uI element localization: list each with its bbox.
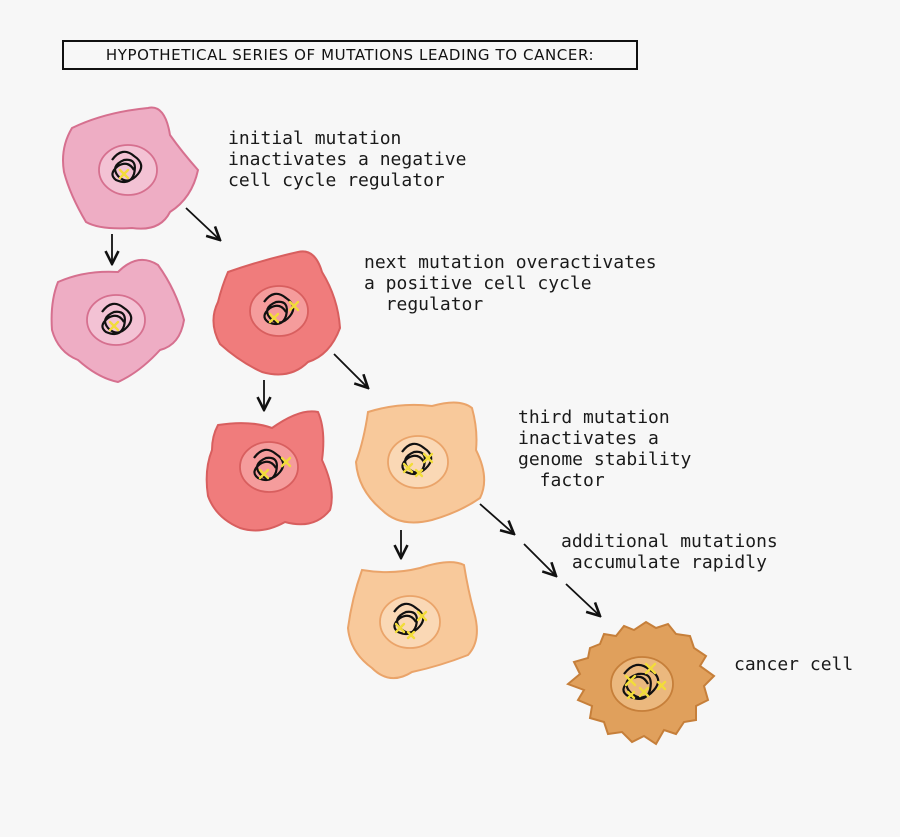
note-initial-mutation: initial mutation inactivates a negative … bbox=[228, 128, 467, 191]
chromatin-6 bbox=[393, 602, 425, 636]
note-additional-mutations: additional mutations accumulate rapidly bbox=[561, 531, 778, 573]
mutation-mark bbox=[402, 462, 414, 474]
cancer-cell bbox=[566, 620, 716, 746]
arrow-diag-3b bbox=[523, 543, 556, 576]
mutation-mark bbox=[108, 320, 120, 332]
cell-stage1-top bbox=[62, 106, 200, 230]
arrow-diag-3a bbox=[479, 503, 514, 534]
mutation-marks bbox=[108, 168, 667, 700]
chromatin-1 bbox=[111, 150, 143, 184]
mutation-mark bbox=[118, 168, 130, 180]
diagram-title: HYPOTHETICAL SERIES OF MUTATIONS LEADING… bbox=[62, 40, 638, 70]
chromatin-5 bbox=[401, 442, 433, 476]
mutation-mark bbox=[394, 622, 406, 634]
cell-stage2-bottom bbox=[205, 410, 333, 532]
note-cancer-cell: cancer cell bbox=[734, 654, 854, 675]
note-next-mutation: next mutation overactivates a positive c… bbox=[364, 252, 657, 315]
mutation-mark bbox=[416, 610, 428, 622]
arrow-diag-3c bbox=[565, 583, 600, 616]
mutation-mark bbox=[268, 312, 280, 324]
arrow-diag-1 bbox=[185, 207, 220, 240]
note-third-mutation: third mutation inactivates a genome stab… bbox=[518, 407, 692, 491]
cell-stage3-top bbox=[354, 401, 486, 524]
mutation-mark bbox=[624, 674, 637, 687]
cell-stage3-bottom bbox=[346, 561, 478, 679]
mutation-mark bbox=[280, 456, 292, 468]
arrows bbox=[112, 207, 600, 616]
mutation-mark bbox=[626, 690, 636, 700]
arrow-diag-2 bbox=[333, 353, 368, 388]
chromatin-2 bbox=[101, 302, 133, 336]
mutation-mark bbox=[258, 468, 270, 480]
mutation-mark bbox=[414, 468, 424, 478]
mutation-mark bbox=[644, 662, 657, 675]
mutation-mark bbox=[656, 680, 667, 691]
mutation-mark bbox=[422, 452, 434, 464]
mutation-mark bbox=[288, 300, 300, 312]
mutation-mark bbox=[406, 630, 416, 640]
mutation-mark bbox=[638, 686, 650, 698]
cell-stage2-top bbox=[212, 250, 342, 376]
